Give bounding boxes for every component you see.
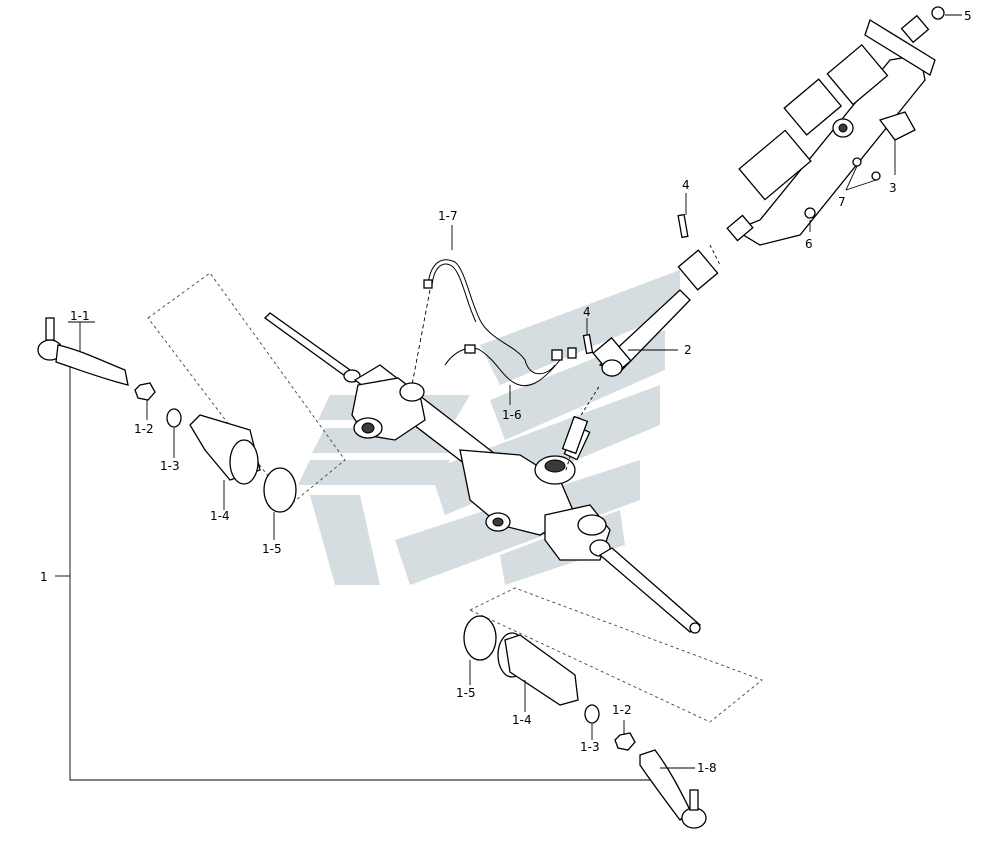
tie-rod-end-right-1-8 [639, 749, 707, 829]
label-1-5-right: 1-5 [456, 686, 476, 700]
ring-right-1-5 [463, 615, 497, 661]
label-4-lower: 4 [583, 305, 591, 319]
label-1-4-left: 1-4 [210, 509, 230, 523]
bolt-7a [852, 157, 862, 167]
label-1-6: 1-6 [502, 408, 522, 422]
nut-6 [804, 207, 816, 219]
label-5: 5 [964, 9, 972, 23]
label-2: 2 [684, 343, 692, 357]
steering-column-3 [726, 14, 936, 246]
label-1-8: 1-8 [697, 761, 717, 775]
label-4-upper: 4 [682, 178, 690, 192]
pressure-pipe-1-7 [427, 259, 556, 375]
boot-left-1-4 [189, 414, 261, 485]
label-1-5-left: 1-5 [262, 542, 282, 556]
label-1-7: 1-7 [438, 209, 458, 223]
label-6: 6 [805, 237, 813, 251]
clamp-left-1-3 [166, 408, 182, 428]
pressure-pipe-1-6 [444, 347, 561, 387]
label-1-1: 1-1 [70, 309, 90, 323]
lower-boot-group-outline [468, 587, 763, 723]
jam-nut-right-1-2 [614, 732, 636, 751]
clamp-right-1-3 [584, 704, 600, 724]
label-7: 7 [838, 195, 846, 209]
label-1: 1 [40, 570, 48, 584]
steering-rack-housing [264, 312, 702, 634]
label-1-3-right: 1-3 [580, 740, 600, 754]
ring-left-1-5 [263, 467, 297, 513]
tie-rod-end-left-1-1 [37, 317, 129, 386]
bolt-7b [871, 171, 881, 181]
leader-lines [68, 14, 962, 769]
label-1-4-right: 1-4 [512, 713, 532, 727]
bolt-4-upper [677, 213, 689, 239]
nut-5 [931, 6, 945, 20]
label-1-2-right: 1-2 [612, 703, 632, 717]
assembly-bracket-line [69, 360, 660, 781]
label-1-2-left: 1-2 [134, 422, 154, 436]
label-1-3-left: 1-3 [160, 459, 180, 473]
label-3: 3 [889, 181, 897, 195]
bolt-4-lower [582, 333, 594, 355]
boot-right-1-4 [497, 632, 579, 706]
pinion-shaft [561, 415, 589, 455]
jam-nut-left-1-2 [134, 382, 156, 401]
